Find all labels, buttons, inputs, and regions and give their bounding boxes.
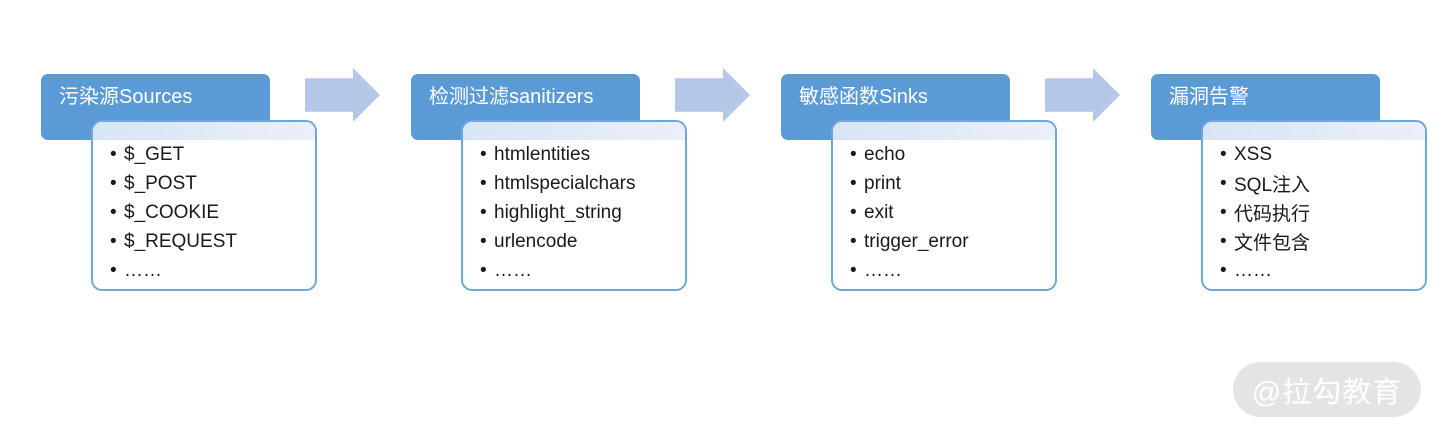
bullet-icon: • bbox=[1220, 143, 1227, 165]
bullet-icon: • bbox=[110, 201, 117, 223]
bullet-icon: • bbox=[1220, 201, 1227, 223]
bullet-icon: • bbox=[850, 201, 857, 223]
bullet-icon: • bbox=[850, 230, 857, 252]
item-list: • echo • print • exit • trigger_error • …… bbox=[833, 140, 1055, 285]
stage-title: 敏感函数Sinks bbox=[799, 86, 928, 108]
item-list: • $_GET • $_POST • $_COOKIE • $_REQUEST • …… bbox=[93, 140, 315, 285]
list-item: • …… bbox=[463, 256, 685, 285]
bullet-icon: • bbox=[480, 172, 487, 194]
stage-body: • $_GET • $_POST • $_COOKIE • $_REQUEST • …… bbox=[91, 120, 317, 291]
stage-title: 检测过滤sanitizers bbox=[429, 86, 594, 108]
stage-body: • htmlentities • htmlspecialchars • highlig… bbox=[461, 120, 687, 291]
list-item: • 文件包含 bbox=[1203, 227, 1425, 256]
bullet-icon: • bbox=[1220, 230, 1227, 252]
list-item: • $_COOKIE bbox=[93, 198, 315, 227]
bullet-icon: • bbox=[110, 230, 117, 252]
item-text: 代码执行 bbox=[1234, 204, 1311, 225]
bullet-icon: • bbox=[1220, 259, 1227, 281]
stage-body-accent-strip bbox=[93, 122, 315, 140]
list-item: • …… bbox=[1203, 256, 1425, 285]
stage-title: 漏洞告警 bbox=[1169, 86, 1249, 108]
stage-body-accent-strip bbox=[833, 122, 1055, 140]
list-item: • XSS bbox=[1203, 140, 1425, 169]
bullet-icon: • bbox=[110, 259, 117, 281]
item-text: …… bbox=[1234, 259, 1272, 281]
item-text: urlencode bbox=[494, 230, 578, 252]
item-text: $_REQUEST bbox=[124, 230, 237, 252]
bullet-icon: • bbox=[110, 172, 117, 194]
item-text: echo bbox=[864, 143, 906, 165]
flow-arrow-icon bbox=[1045, 68, 1120, 122]
item-list: • XSS • SQL注入 • 代码执行 • 文件包含 • …… bbox=[1203, 140, 1425, 285]
flow-arrow-icon bbox=[305, 68, 380, 122]
item-text: XSS bbox=[1234, 143, 1273, 165]
stage-title: 污染源Sources bbox=[59, 86, 193, 108]
item-text: trigger_error bbox=[864, 230, 969, 252]
item-text: htmlspecialchars bbox=[494, 172, 636, 194]
list-item: • $_POST bbox=[93, 169, 315, 198]
list-item: • $_GET bbox=[93, 140, 315, 169]
bullet-icon: • bbox=[480, 230, 487, 252]
stage-body: • echo • print • exit • trigger_error • …… bbox=[831, 120, 1057, 291]
bullet-icon: • bbox=[110, 143, 117, 165]
watermark-text: @拉勾教育 bbox=[1251, 376, 1403, 409]
list-item: • …… bbox=[93, 256, 315, 285]
item-text: 文件包含 bbox=[1234, 233, 1311, 254]
bullet-icon: • bbox=[480, 259, 487, 281]
list-item: • echo bbox=[833, 140, 1055, 169]
list-item: • trigger_error bbox=[833, 227, 1055, 256]
item-text: $_POST bbox=[124, 172, 197, 194]
item-list: • htmlentities • htmlspecialchars • highlig… bbox=[463, 140, 685, 285]
stage-body-accent-strip bbox=[1203, 122, 1425, 140]
stage-body: • XSS • SQL注入 • 代码执行 • 文件包含 • …… bbox=[1201, 120, 1427, 291]
list-item: • htmlspecialchars bbox=[463, 169, 685, 198]
bullet-icon: • bbox=[850, 143, 857, 165]
list-item: • $_REQUEST bbox=[93, 227, 315, 256]
item-text: htmlentities bbox=[494, 143, 591, 165]
item-text: …… bbox=[494, 259, 532, 281]
item-text: …… bbox=[124, 259, 162, 281]
stage-body-accent-strip bbox=[463, 122, 685, 140]
watermark-badge: @拉勾教育 bbox=[1233, 362, 1421, 417]
list-item: • exit bbox=[833, 198, 1055, 227]
item-text: print bbox=[864, 172, 901, 194]
list-item: • …… bbox=[833, 256, 1055, 285]
list-item: • highlight_string bbox=[463, 198, 685, 227]
flow-arrow-icon bbox=[675, 68, 750, 122]
bullet-icon: • bbox=[1220, 172, 1227, 194]
list-item: • SQL注入 bbox=[1203, 169, 1425, 198]
item-text: highlight_string bbox=[494, 201, 622, 223]
item-text: SQL注入 bbox=[1234, 175, 1311, 196]
item-text: $_COOKIE bbox=[124, 201, 220, 223]
list-item: • print bbox=[833, 169, 1055, 198]
bullet-icon: • bbox=[850, 259, 857, 281]
list-item: • 代码执行 bbox=[1203, 198, 1425, 227]
list-item: • urlencode bbox=[463, 227, 685, 256]
bullet-icon: • bbox=[850, 172, 857, 194]
list-item: • htmlentities bbox=[463, 140, 685, 169]
item-text: …… bbox=[864, 259, 902, 281]
bullet-icon: • bbox=[480, 201, 487, 223]
bullet-icon: • bbox=[480, 143, 487, 165]
item-text: exit bbox=[864, 201, 894, 223]
item-text: $_GET bbox=[124, 143, 185, 165]
